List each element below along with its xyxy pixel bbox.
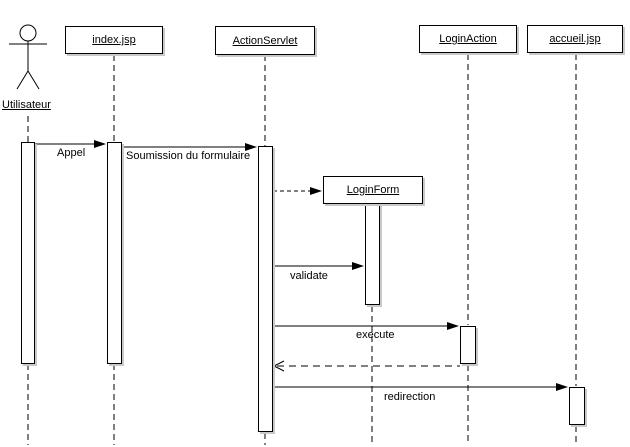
activation-index-jsp <box>107 142 122 364</box>
created-object-label-loginform: LoginForm <box>346 184 400 196</box>
actor-icon <box>9 24 47 90</box>
message-label-soumission: Soumission du formulaire <box>126 150 251 162</box>
message-arrow-validate <box>273 262 364 270</box>
message-arrow-redirection <box>273 383 568 391</box>
lifeline-box-label-accueil-jsp: accueil.jsp <box>549 33 601 45</box>
activation-actionservlet <box>258 146 273 432</box>
message-label-appel: Appel <box>57 147 86 159</box>
message-label-validate: validate <box>290 270 328 282</box>
actor-label: Utilisateur <box>2 99 51 111</box>
message-arrow-execute <box>273 322 459 330</box>
created-object-box-loginform: LoginForm <box>323 176 423 204</box>
activation-loginform <box>365 204 380 305</box>
activation-loginaction <box>460 326 476 364</box>
lifeline-box-index-jsp: index.jsp <box>65 26 163 54</box>
activation-utilisateur <box>21 142 35 364</box>
lifeline-box-actionservlet: ActionServlet <box>215 26 315 55</box>
message-arrow-create-loginform <box>273 187 322 195</box>
lifeline-box-label-loginaction: LoginAction <box>439 33 497 45</box>
message-arrow-soumission <box>122 143 257 151</box>
message-label-redirection: redirection <box>384 391 436 403</box>
activation-accueil-jsp <box>569 387 585 425</box>
message-arrow-return <box>272 360 460 372</box>
lifeline-box-label-actionservlet: ActionServlet <box>232 34 298 47</box>
lifeline-box-accueil-jsp: accueil.jsp <box>527 25 623 53</box>
lifeline-box-loginaction: LoginAction <box>419 25 517 53</box>
message-arrow-appel <box>35 140 106 148</box>
message-label-execute: execute <box>356 329 395 341</box>
lifeline-box-label-index-jsp: index.jsp <box>92 34 136 46</box>
